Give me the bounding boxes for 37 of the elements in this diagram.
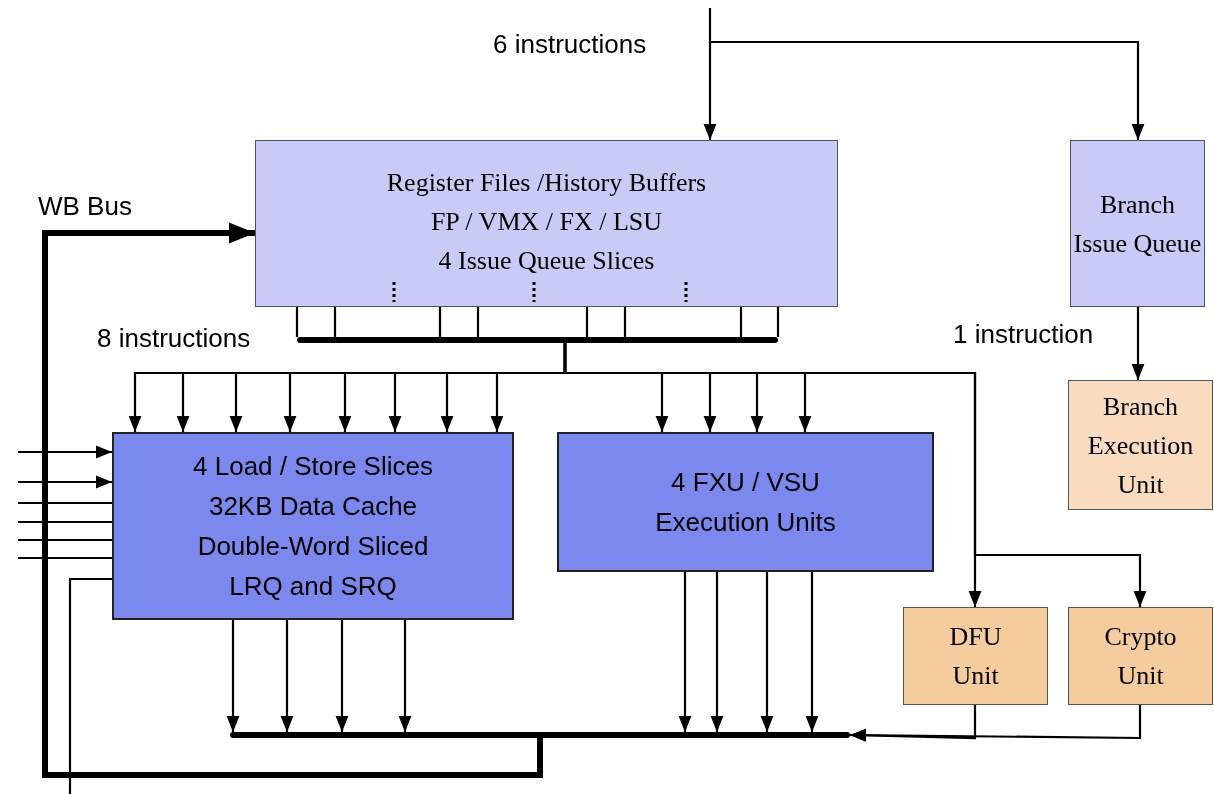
bus-arrow [42, 222, 543, 778]
node-label: FP / VMX / FX / LSU [430, 206, 663, 238]
arrow [710, 572, 724, 732]
arrow [398, 620, 412, 732]
node-label: DFU Unit [948, 621, 1003, 692]
bus-bar [297, 337, 778, 343]
node-label: Crypto Unit [1103, 621, 1178, 692]
unit-box [903, 607, 1048, 705]
execution-unit-box [1068, 380, 1213, 510]
arrow [335, 620, 349, 732]
load-store-box [112, 432, 514, 620]
node-label: 4 FXU / VSU Execution Units [654, 466, 837, 539]
arrow [805, 572, 819, 732]
node-label: Register Files /History Buffers [386, 167, 707, 199]
arrow [760, 572, 774, 732]
arrow [18, 475, 112, 489]
queue-box [1070, 140, 1205, 307]
node-label: 32KB Data Cache [208, 490, 418, 523]
arrow [678, 572, 692, 732]
node-label: 4 Load / Store Slices [193, 450, 433, 483]
arrow [1131, 307, 1145, 380]
node-label: Double-Word Sliced LRQ and SRQ [196, 530, 430, 603]
arrow [280, 620, 294, 732]
bus-bar [230, 732, 850, 738]
arrow [710, 40, 1145, 140]
execution-unit-box [557, 432, 934, 572]
arrow [850, 705, 1142, 742]
unit-box [1068, 607, 1213, 705]
node-label: Branch Issue Queue [1072, 188, 1203, 260]
node-label: 4 Issue Queue Slices [438, 245, 655, 277]
arrow [563, 343, 1147, 607]
arrow [703, 8, 717, 140]
arrow [226, 620, 240, 732]
arrow [18, 445, 112, 459]
bus-label: 8 instructions [97, 322, 251, 354]
node-label: Branch Execution Unit [1086, 390, 1195, 501]
register-file-box [255, 140, 838, 307]
